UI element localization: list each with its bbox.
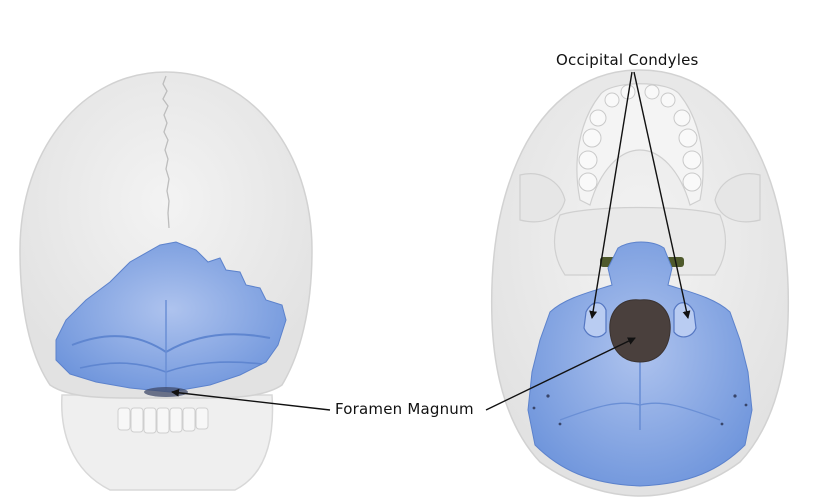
leader-foramen-inferior: [485, 337, 636, 411]
maxillary-teeth: [578, 84, 702, 192]
posterior-foramen-magnum: [144, 387, 188, 397]
label-occipital-condyles: Occipital Condyles: [556, 51, 699, 69]
posterior-skull-view: [19, 71, 313, 491]
posterior-teeth: [117, 407, 209, 434]
leader-condyle-right: [633, 71, 691, 319]
maxillary-arch: [576, 83, 704, 206]
inferior-nuchal-line: [559, 402, 721, 421]
left-zygomatic-arch: [519, 173, 566, 223]
right-occipital-condyle: [673, 302, 697, 338]
leader-lines: [171, 71, 691, 411]
label-foramen-magnum: Foramen Magnum: [335, 400, 474, 418]
posterior-mandible: [61, 394, 274, 491]
leader-foramen-posterior: [171, 388, 331, 411]
sagittal-suture: [162, 75, 170, 229]
small-foramina: [532, 394, 748, 426]
foramen-magnum: [609, 299, 671, 363]
right-zygomatic-arch: [714, 173, 761, 223]
posterior-occipital-bone: [55, 241, 287, 393]
leader-condyle-left: [589, 71, 633, 319]
inferior-skull-view: [490, 69, 790, 497]
